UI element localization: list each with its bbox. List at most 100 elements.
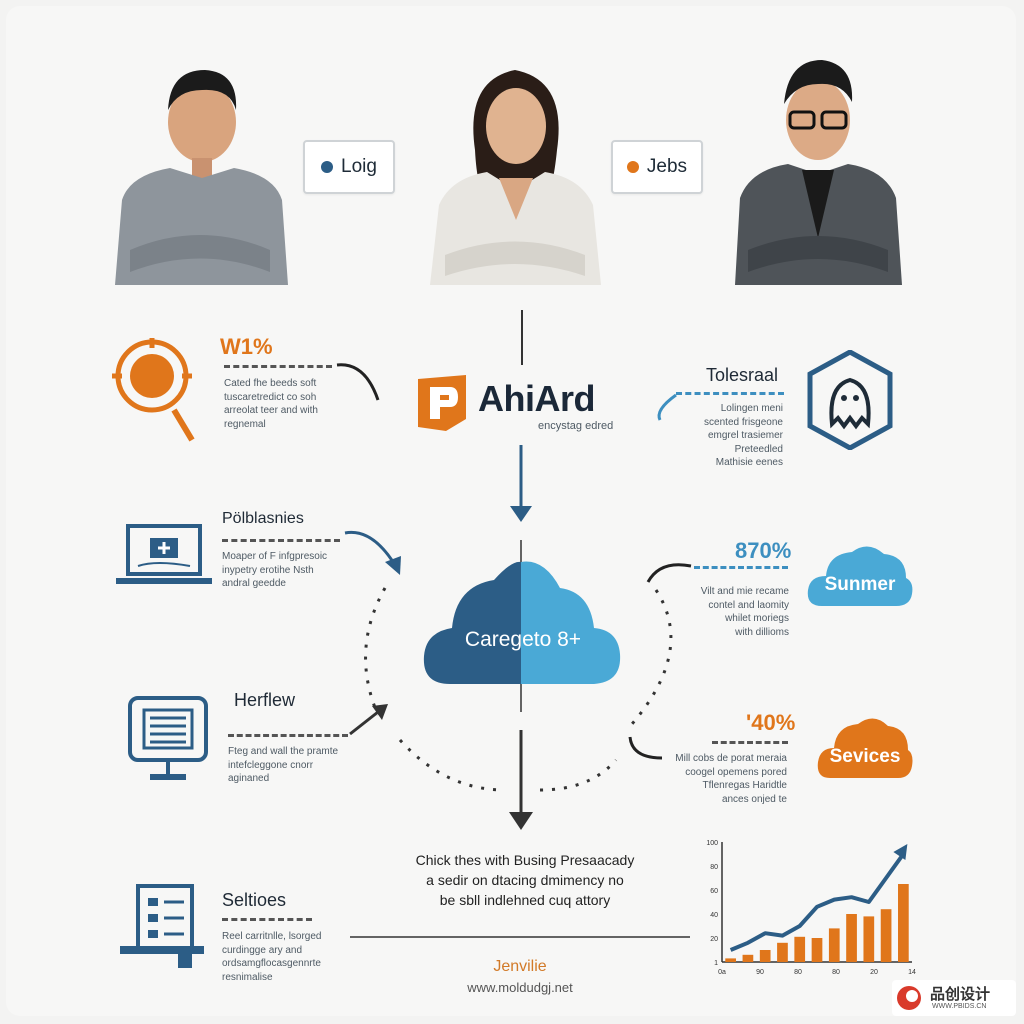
description-line: scented frisgeone (704, 416, 783, 428)
description-line: ordsamgflocasgennrte (222, 958, 321, 969)
description-text: Reel carritnlle, lsorged curdingge ary a… (222, 930, 347, 984)
chart-bar (742, 954, 754, 962)
heading-polblasnies: Pölblasnies (222, 510, 304, 527)
chart-x-tick-label: 14 (908, 969, 916, 976)
chart-x-tick-label: 0a (718, 969, 726, 976)
chart-bar (725, 958, 736, 962)
description-line: Mill cobs de porat meraia (675, 753, 787, 764)
chart-bar (811, 938, 823, 962)
stat-w1: W1% (220, 334, 273, 359)
chart-bar (846, 914, 857, 962)
shield-icon (807, 350, 893, 450)
description-line: emgrel trasiemer (707, 430, 783, 441)
description-line: resnimalise (222, 971, 273, 983)
description-line: Fteg and wall the pramte (228, 746, 339, 757)
chart-x-tick-label: 90 (756, 969, 764, 976)
chart-trend-arrowhead (893, 844, 908, 860)
description-line: Mathisie eenes (715, 457, 783, 468)
brand-tagline: encystag edred (538, 420, 614, 432)
brand-name: AhiArd (478, 378, 596, 419)
chart-y-tick-label: 1 (714, 960, 718, 967)
tag-loig: Loig (303, 140, 395, 194)
chart-trend-line (729, 852, 905, 952)
description-line: Reel carritnlle, lsorged (222, 931, 322, 942)
person-left-photo (115, 70, 288, 285)
stat-40: '40% (746, 710, 796, 735)
chart-x-tick-label: 80 (832, 969, 840, 976)
chart-y-tick-label: 40 (710, 912, 718, 919)
caption-line: be sbll indlehned cuq attory (439, 892, 611, 908)
watermark-text: 品创设计 (930, 986, 991, 1003)
divider (222, 539, 340, 542)
cloud-label-sunmer: Sunmer (824, 574, 896, 595)
description-line: inypetry erotihe Nsth (222, 564, 314, 576)
chart-bar (828, 928, 840, 962)
chart-y-tick-label: 20 (710, 936, 718, 943)
tag-dot (626, 161, 639, 173)
cloud-sevices-icon (817, 718, 913, 778)
description-line: curdingge ary and (222, 944, 303, 956)
divider (222, 918, 312, 921)
chart-bar (880, 909, 892, 962)
description-text: Cated fhe beeds soft tuscaretredict co s… (224, 377, 349, 431)
cloud-label-sevices: Sevices (829, 746, 901, 767)
divider (694, 566, 788, 569)
description-line: Preteedled (734, 443, 783, 455)
center-caption: Chick thes with Busing Presaacady a sedi… (380, 850, 670, 910)
bar-chart: 100 80 60 40 20 10a 90 80 80 20 14 (706, 840, 916, 976)
chart-x-tick-label: 80 (794, 969, 802, 976)
center-cloud-icon (423, 561, 621, 684)
description-line: tuscaretredict co soh (224, 391, 317, 403)
chart-y-tick-label: 80 (710, 864, 718, 871)
description-line: Vilt and mie recame (700, 586, 789, 597)
description-line: whilet moriegs (725, 613, 789, 624)
description-line: with dillioms (735, 626, 789, 638)
description-text: Moaper of F infgpresoic inypetry erotihe… (222, 550, 347, 591)
heading-herflew: Herflew (234, 690, 296, 710)
divider (224, 365, 332, 368)
document-icon (120, 884, 204, 968)
divider (676, 392, 784, 395)
caption-line: a sedir on dtacing dmimency no (426, 872, 624, 888)
description-line: aginaned (228, 773, 270, 784)
server-icon (128, 696, 208, 780)
person-center-photo (430, 70, 601, 285)
chart-x-tick-label: 20 (870, 969, 878, 976)
chart-y-tick-label: 60 (710, 888, 718, 895)
watermark-subtext: WWW.PBIDS.CN (932, 1003, 987, 1010)
description-line: Moaper of F infgpresoic (222, 551, 328, 562)
cloud-sunmer-icon (807, 546, 913, 606)
footer-name: Jenvilie (493, 958, 547, 975)
description-text: Fteg and wall the pramte intefcleggone c… (228, 745, 353, 786)
divider (228, 734, 348, 737)
description-line: contel and laomity (708, 599, 789, 611)
chart-bar (863, 916, 875, 962)
chart-y-tick-label: 100 (706, 840, 718, 847)
heading-seltioes: Seltioes (222, 890, 287, 910)
description-line: Lolingen meni (720, 403, 783, 414)
description-text: Mill cobs de porat meraia coogel opemens… (662, 752, 787, 806)
heading-tolesraal: Tolesraal (706, 365, 779, 385)
description-line: andral geedde (222, 578, 286, 589)
tag-label: Jebs (646, 156, 688, 177)
footer-url: www.moldudgj.net (467, 980, 573, 995)
tag-label: Loig (341, 156, 377, 177)
brand-logo-icon (418, 375, 466, 431)
person-right-photo (735, 60, 902, 285)
laptop-icon (116, 524, 212, 584)
search-icon (112, 338, 195, 442)
description-line: coogel opemens pored (685, 766, 787, 778)
center-cloud-label: Caregeto 8+ (464, 628, 582, 651)
description-line: Cated fhe beeds soft (224, 378, 317, 389)
tag-dot (321, 161, 334, 173)
description-text: Vilt and mie recame contel and laomity w… (664, 585, 789, 639)
description-line: arreolat teer and with (224, 405, 318, 416)
chart-bar (759, 950, 771, 962)
chart-bar (898, 884, 909, 962)
description-line: Tflenregas Haridtle (702, 780, 787, 791)
watermark-logo-icon (897, 986, 921, 1010)
caption-line: Chick thes with Busing Presaacady (415, 852, 635, 868)
stat-870: 870% (735, 538, 792, 563)
tag-jebs: Jebs (611, 140, 703, 194)
description-text: Lolingen meni scented frisgeone emgrel t… (658, 402, 783, 470)
